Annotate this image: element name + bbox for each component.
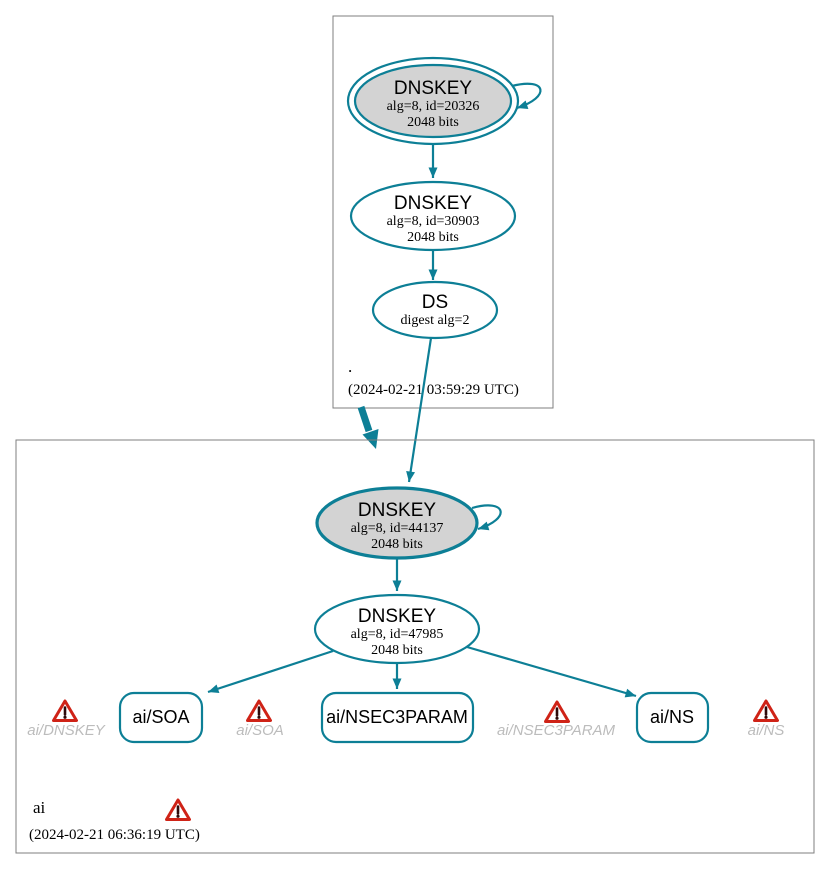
ai-ksk-node[interactable]: DNSKEY alg=8, id=44137 2048 bits [315,486,479,560]
ai-zsk-node[interactable]: DNSKEY alg=8, id=47985 2048 bits [313,593,481,665]
ai-soa-rrset-node[interactable]: ai/SOA [118,691,204,744]
zone-border-root [332,15,554,409]
root-zsk-title: DNSKEY [394,193,472,214]
root-ksk-detail1: alg=8, id=20326 [387,99,480,114]
warning-triangle-icon [52,699,78,722]
root-zsk-detail1: alg=8, id=30903 [387,214,480,229]
warning-triangle-icon [246,699,272,722]
edge-ai-zsk-to-soa [207,649,334,694]
root-ksk-title: DNSKEY [394,78,472,99]
ai-nsec3param-label: ai/NSEC3PARAM [326,707,468,727]
warning-ai-soa-label: ai/SOA [236,722,284,739]
ai-nsec3param-rrset-node[interactable]: ai/NSEC3PARAM [320,691,475,744]
ai-ksk-detail2: 2048 bits [371,537,423,552]
warning-triangle-icon [165,798,191,821]
zone-name-root: . [348,357,352,376]
warning-ai-dnskey[interactable]: ai/DNSKEY [27,699,106,739]
warning-ai-ns-label: ai/NS [748,722,785,739]
edge-root-to-ai-delegation [357,405,379,449]
root-zsk-detail2: 2048 bits [407,230,459,245]
ai-zsk-detail1: alg=8, id=47985 [351,627,444,642]
ai-ns-rrset-node[interactable]: ai/NS [635,691,710,744]
warning-ai-soa[interactable]: ai/SOA [236,699,284,739]
edge-ai-ksk-selfloop [471,504,502,531]
zone-box-ai: ai (2024-02-21 06:36:19 UTC) [15,439,815,854]
warning-ai-nsec3param-label: ai/NSEC3PARAM [497,722,616,739]
root-ds-detail1: digest alg=2 [401,313,470,328]
ai-ksk-title: DNSKEY [358,500,436,521]
warning-triangle-icon [544,700,570,723]
warning-ai-nsec3param[interactable]: ai/NSEC3PARAM [497,700,616,739]
warning-ai-zone[interactable] [165,798,191,821]
root-ds-title: DS [422,292,448,313]
zone-box-root: . (2024-02-21 03:59:29 UTC) [332,15,554,409]
zone-border-ai [15,439,815,854]
warning-ai-dnskey-label: ai/DNSKEY [27,722,106,739]
root-ksk-node[interactable]: DNSKEY alg=8, id=20326 2048 bits [346,56,520,146]
ai-zsk-detail2: 2048 bits [371,643,423,658]
ai-soa-label: ai/SOA [132,707,189,727]
ai-zsk-title: DNSKEY [358,606,436,627]
warning-ai-ns[interactable]: ai/NS [748,699,785,739]
root-zsk-node[interactable]: DNSKEY alg=8, id=30903 2048 bits [349,180,517,252]
ai-ns-label: ai/NS [650,707,694,727]
warning-triangle-icon [753,699,779,722]
edge-ds-to-ai-ksk [406,337,433,483]
edge-root-ksk-selfloop [511,82,542,110]
ai-ksk-detail1: alg=8, id=44137 [351,521,444,536]
root-ksk-detail2: 2048 bits [407,115,459,130]
zone-timestamp-root: (2024-02-21 03:59:29 UTC) [348,382,519,398]
zone-timestamp-ai: (2024-02-21 06:36:19 UTC) [29,827,200,843]
zone-name-ai: ai [33,798,46,817]
root-ds-node[interactable]: DS digest alg=2 [371,280,499,340]
edge-ai-zsk-to-ns [466,645,637,698]
